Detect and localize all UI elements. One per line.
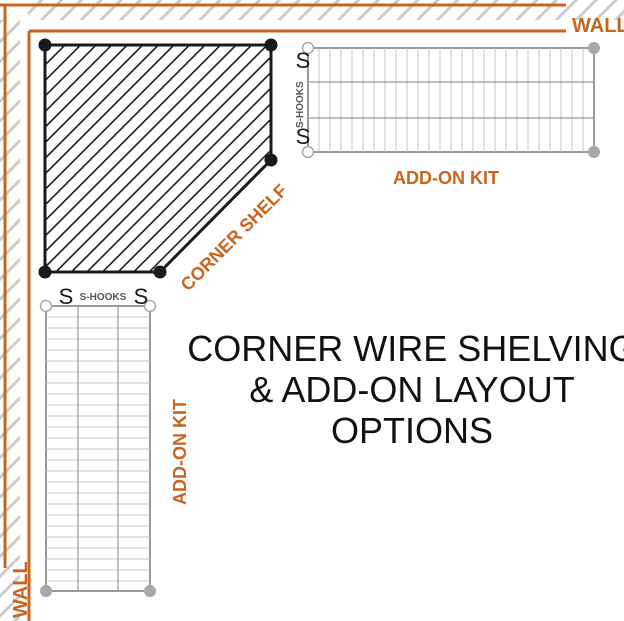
addon-kit-label-right: ADD-ON KIT (393, 168, 499, 188)
title-line-3: OPTIONS (331, 410, 493, 451)
shelf-post-icon (153, 265, 167, 279)
shelf-post-icon (301, 41, 315, 55)
addon-kit-right (301, 41, 600, 159)
s-hook-icon: S (296, 48, 311, 73)
s-hook-icon: S (134, 284, 149, 309)
s-hook-icon: S (296, 124, 311, 149)
s-hooks-label-right: S-HOOKS (295, 81, 306, 128)
shelf-post-icon (39, 299, 53, 313)
corner-shelf (38, 38, 278, 279)
shelf-post-icon (38, 265, 52, 279)
shelf-post-icon (144, 585, 156, 597)
title-line-1: CORNER WIRE SHELVING (187, 328, 624, 369)
wall-label-top: WALL (572, 15, 624, 37)
title-line-2: & ADD-ON LAYOUT (249, 369, 574, 410)
wall-top (0, 0, 624, 33)
diagram-title: CORNER WIRE SHELVING & ADD-ON LAYOUT OPT… (187, 328, 624, 451)
wall-left (0, 5, 31, 621)
shelf-post-icon (40, 585, 52, 597)
shelf-post-icon (588, 146, 600, 158)
shelf-post-icon (264, 38, 278, 52)
wall-label-left: WALL (10, 561, 32, 618)
shelf-post-icon (38, 38, 52, 52)
shelf-post-icon (301, 145, 315, 159)
addon-kit-label-bottom: ADD-ON KIT (170, 399, 190, 505)
addon-kit-bottom (39, 299, 157, 597)
shelf-post-icon (264, 153, 278, 167)
shelf-post-icon (588, 42, 600, 54)
s-hooks-label-bottom: S-HOOKS (80, 292, 127, 303)
shelf-post-icon (143, 299, 157, 313)
s-hook-icon: S (59, 284, 74, 309)
